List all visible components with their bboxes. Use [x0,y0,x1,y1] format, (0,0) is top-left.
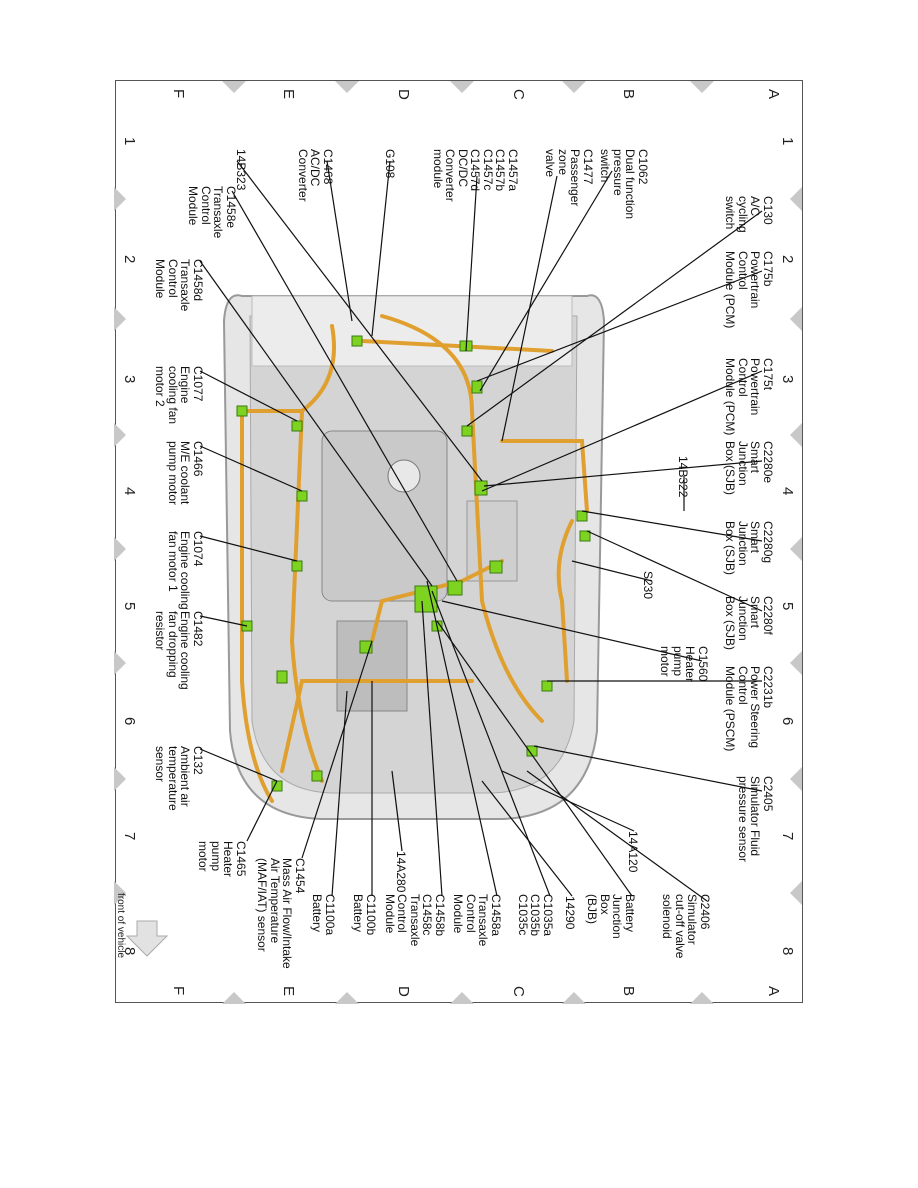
row-label-c: C [510,89,527,100]
wiring-location-diagram: 1 2 3 4 5 6 7 8 1 2 3 4 5 6 7 8 A B C D … [114,80,803,1004]
column-label-1: 1 [779,137,796,146]
column-label-4-bottom: 4 [121,487,138,496]
leader-lines [199,160,763,902]
callout-c1454: C1454 Mass Air Flow/Intake Air Temperatu… [255,858,308,969]
row-label-d-right: D [395,986,412,997]
row-label-c-right: C [510,986,527,997]
callout-c1458e: C1458e Transaxle Control Module [186,186,239,239]
callout-s230: S230 [641,571,655,600]
callout-c1458b-c: C1458b C1458c Transaxle Control Module [383,894,447,947]
column-label-7: 7 [779,832,796,841]
callout-c2280f: C2280f Smart Junction Box (SJB) [723,596,776,651]
callout-c1074: C1074 Engine cooling fan motor 1 [166,531,205,610]
row-label-f-right: F [170,986,187,996]
column-label-8: 8 [779,947,796,956]
callout-c1458d: C1458d Transaxle Control Module [153,259,206,312]
column-label-2: 2 [779,255,796,264]
column-label-1-bottom: 1 [121,137,138,146]
callout-14b323: 14B323 [234,149,248,191]
diagram-graphics [114,81,802,1004]
callout-c1468: C1468 AC/DC Converter [296,149,335,202]
callout-c1458a: C1458a Transaxle Control Module [451,894,504,947]
callout-c1077: C1077 Engine cooling fan motor 2 [153,366,206,425]
callout-c1560: C1560 Heater pump motor [658,646,711,683]
callout-c2406: C2406 Simulator cut-off valve solenoid [660,894,713,959]
callout-c1035: C1035a C1035b C1035c [516,894,555,937]
callout-c1100b: C1100b Battery [351,894,379,936]
column-label-7-bottom: 7 [121,832,138,841]
callout-14290: 14290 [563,896,577,930]
wiring-harness [240,314,589,803]
row-label-f: F [170,89,187,99]
callout-c175t: C175t Powertrain Control Module (PCM) [723,358,776,436]
callout-bjb: Battery Junction Box (BJB) [585,894,638,939]
row-label-a: A [765,89,782,100]
callout-14a280: 14A280 [394,851,408,893]
column-label-6: 6 [779,717,796,726]
callout-c175b: C175b Powertrain Control Module (PCM) [723,251,776,329]
row-label-d: D [395,89,412,100]
row-label-e: E [280,89,297,100]
column-label-5-bottom: 5 [121,602,138,611]
callout-c1100a: C1100a Battery [310,894,338,936]
callout-c1457: C1457a C1457b C1457c C1457d DC/DC Conver… [431,149,520,202]
row-label-e-right: E [280,986,297,997]
callout-14a120: 14A120 [626,831,640,873]
callout-c1465: C1465 Heater pump motor [196,841,249,878]
callout-c1482: C1482 Engine cooling fan dropping resist… [153,611,206,690]
callout-g108: G108 [383,149,397,179]
column-label-3: 3 [779,375,796,384]
column-label-6-bottom: 6 [121,717,138,726]
column-label-3-bottom: 3 [121,375,138,384]
grid-markers [114,81,802,1004]
front-of-vehicle-arrow-icon [125,920,169,957]
callout-c130: C130 A/C cycling switch [723,196,776,233]
callout-c2405: C2405 Simulator Fluid pressure sensor [736,776,775,863]
row-label-b: B [620,89,637,100]
row-label-b-right: B [620,986,637,997]
callout-c2280g: C2280g Smart Junction Box (SJB) [723,521,776,576]
front-of-vehicle-label: front of vehicle [115,893,126,959]
callout-c2231b: C2231b Power Steering Control Module (PS… [723,666,776,752]
callout-c1062: C1062 Dual function pressure switch [598,149,651,220]
column-label-2-bottom: 2 [121,255,138,264]
column-label-4: 4 [779,487,796,496]
callout-c2280e: C2280e Smart Junction Box (SJB) [723,441,776,496]
callout-c1477: C1477 Passenger zone valve [543,149,596,207]
row-label-a-right: A [765,986,782,997]
column-label-5: 5 [779,602,796,611]
callout-c1466: C1466 M/E coolant pump motor [166,441,205,506]
callout-14b322: 14B322 [676,456,690,498]
callout-c132: C132 Ambient air temperature sensor [153,746,206,811]
